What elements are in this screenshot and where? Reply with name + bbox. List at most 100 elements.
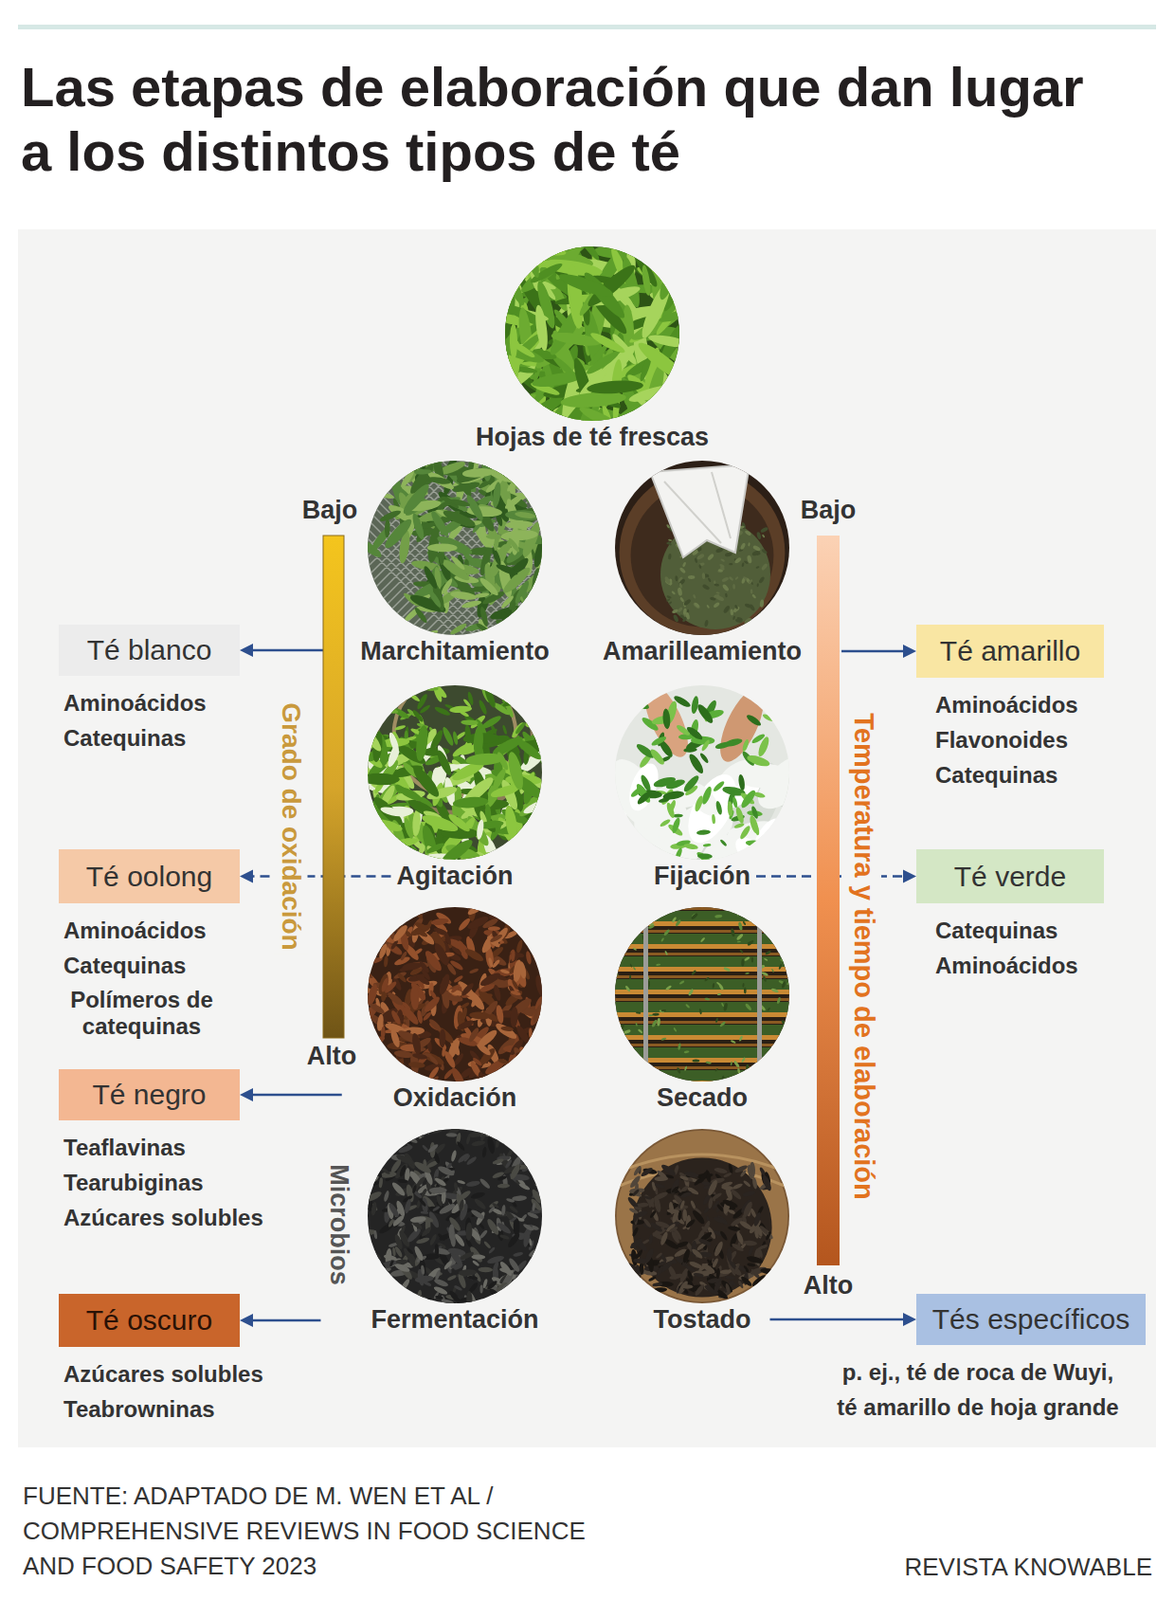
leaf bbox=[763, 699, 774, 709]
leaf bbox=[488, 925, 501, 931]
leaf bbox=[367, 939, 377, 954]
leaf bbox=[497, 460, 530, 470]
leaf bbox=[514, 1288, 526, 1296]
leaf bbox=[529, 599, 543, 615]
leaf bbox=[371, 906, 386, 927]
leaf bbox=[745, 839, 763, 847]
leaf bbox=[442, 1049, 457, 1070]
scale-end-label: Bajo bbox=[302, 493, 359, 526]
leaf bbox=[391, 922, 410, 943]
leaf bbox=[715, 799, 724, 815]
leaf bbox=[658, 246, 680, 267]
leaf bbox=[678, 766, 746, 850]
leaf bbox=[632, 946, 638, 951]
tray-rim bbox=[614, 997, 790, 1001]
leaf bbox=[640, 264, 652, 296]
leaf bbox=[515, 939, 525, 954]
leaf bbox=[512, 1250, 524, 1257]
leaf bbox=[750, 588, 754, 594]
leaf bbox=[502, 698, 520, 708]
leaf bbox=[465, 752, 505, 767]
leaf bbox=[503, 804, 520, 843]
leaf bbox=[528, 1053, 543, 1067]
leaf bbox=[368, 915, 387, 927]
leaf bbox=[518, 685, 527, 701]
leaf bbox=[656, 1017, 661, 1027]
connector-line bbox=[253, 1319, 321, 1322]
leaf bbox=[729, 608, 734, 615]
leaf bbox=[380, 686, 391, 699]
process-step-circle: Hojas de té frescas bbox=[505, 246, 680, 421]
leaf bbox=[695, 849, 713, 860]
leaf bbox=[756, 531, 762, 541]
leaf bbox=[399, 1224, 407, 1235]
leaf bbox=[743, 616, 753, 625]
leaf bbox=[379, 906, 389, 919]
leaf bbox=[460, 719, 479, 725]
leaf bbox=[509, 1064, 535, 1076]
tray-rim bbox=[614, 1020, 790, 1024]
leaf bbox=[690, 695, 701, 715]
leaf bbox=[715, 591, 721, 595]
leaf bbox=[373, 1055, 389, 1071]
leaf bbox=[745, 753, 771, 769]
leaf bbox=[510, 602, 528, 627]
photo-ground bbox=[367, 460, 543, 635]
leaf bbox=[525, 460, 543, 482]
compound-list: AminoácidosFlavonoidesCatequinas bbox=[935, 686, 1079, 793]
leaf bbox=[483, 1240, 492, 1249]
leaf bbox=[733, 556, 742, 564]
leaf bbox=[777, 943, 784, 953]
leaf bbox=[624, 984, 631, 993]
leaf bbox=[468, 1131, 484, 1139]
leaf bbox=[392, 1247, 397, 1257]
leaf bbox=[374, 912, 383, 925]
compound-name: Catequinas bbox=[63, 947, 220, 983]
compound-list: AminoácidosCatequinasPolímeros de catequ… bbox=[63, 912, 220, 1040]
leaf bbox=[527, 468, 543, 480]
leaf bbox=[676, 586, 683, 597]
tea-type-box: Té blancoAminoácidosCatequinas bbox=[58, 624, 240, 676]
process-step-circle: Secado bbox=[614, 906, 790, 1082]
leaf bbox=[668, 553, 672, 561]
compound-name: Catequinas bbox=[63, 720, 207, 756]
leaf bbox=[758, 611, 765, 619]
leaf bbox=[781, 1074, 788, 1079]
leaf bbox=[704, 619, 709, 628]
leaf bbox=[367, 982, 380, 1007]
leaf bbox=[711, 982, 715, 989]
leaf bbox=[509, 324, 519, 360]
leaf bbox=[531, 1286, 543, 1292]
leaf bbox=[738, 824, 752, 841]
leaf bbox=[786, 979, 790, 986]
leaf bbox=[718, 982, 725, 991]
leaf bbox=[514, 510, 537, 520]
leaf bbox=[425, 840, 447, 855]
leaf bbox=[724, 551, 734, 558]
leaf bbox=[684, 1065, 688, 1071]
leaf bbox=[747, 941, 753, 944]
leaf bbox=[374, 944, 380, 958]
compound-name: Aminoácidos bbox=[935, 947, 1079, 983]
leaf bbox=[420, 1210, 430, 1214]
leaf bbox=[414, 927, 429, 939]
leaf bbox=[528, 1037, 541, 1049]
leaf bbox=[446, 811, 472, 833]
leaf bbox=[505, 256, 530, 282]
leaf bbox=[439, 577, 454, 596]
leaf bbox=[367, 906, 385, 927]
leaf bbox=[510, 839, 530, 855]
leaf bbox=[507, 685, 519, 699]
leaf bbox=[373, 466, 383, 486]
leaf bbox=[505, 384, 524, 410]
leaf bbox=[445, 1128, 464, 1139]
leaf bbox=[761, 712, 776, 723]
leaf bbox=[459, 980, 475, 997]
leaf bbox=[367, 968, 375, 980]
leaf bbox=[475, 818, 486, 840]
leaf bbox=[785, 1073, 790, 1079]
leaf bbox=[746, 554, 753, 563]
compound-name: Aminoácidos bbox=[63, 912, 220, 948]
leaf bbox=[497, 1057, 509, 1065]
leaf bbox=[683, 842, 699, 850]
